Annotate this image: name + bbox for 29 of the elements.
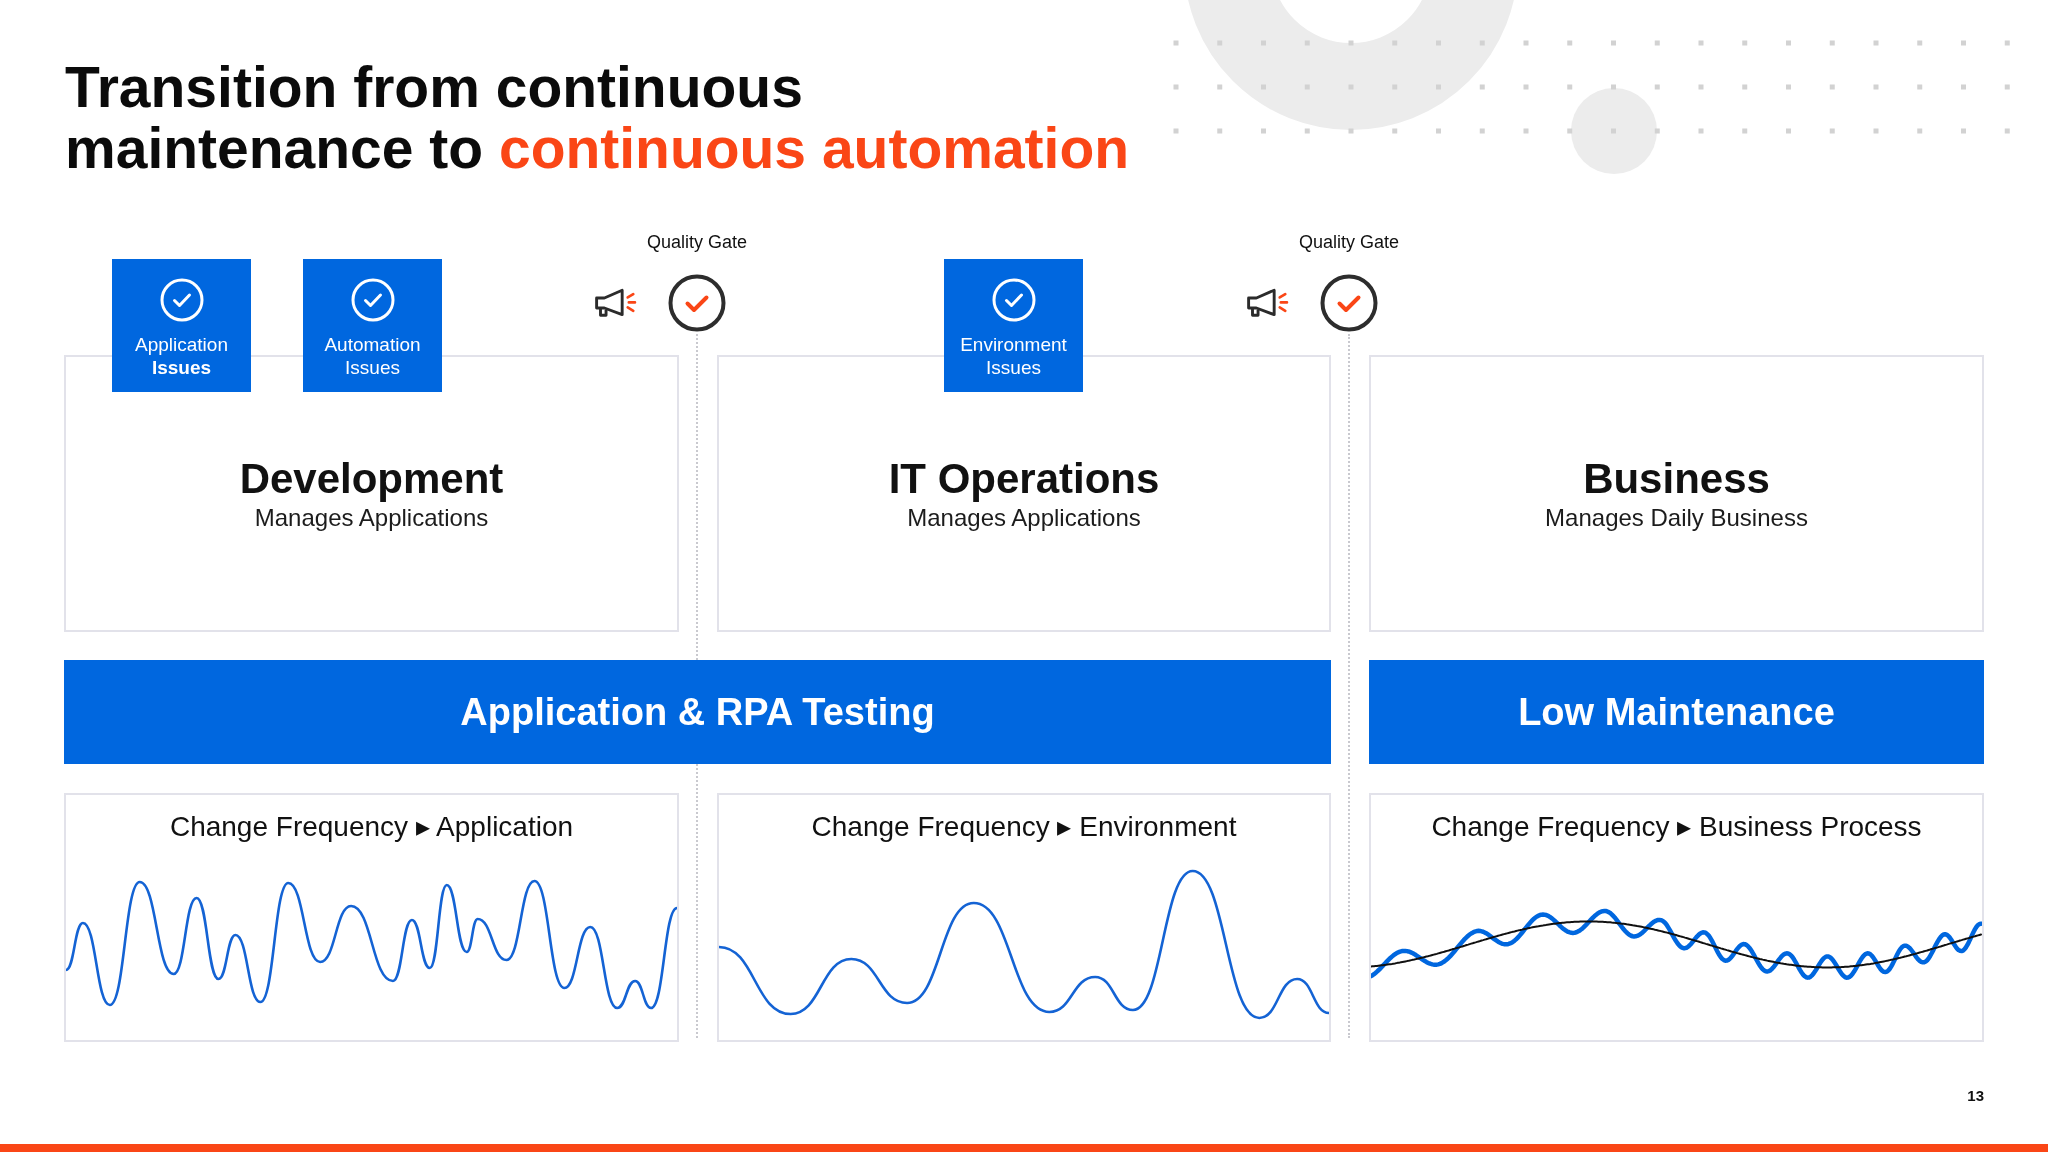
panel-heading: Change Frequency ▸ Business Process	[1431, 810, 1922, 844]
box-subtitle: Manages Daily Business	[1545, 502, 1808, 533]
panel-heading: Change Frequency ▸ Environment	[811, 810, 1237, 844]
band-title: Application & RPA Testing	[460, 690, 935, 735]
banner-band	[64, 660, 1331, 764]
band-title: Low Maintenance	[1518, 690, 1835, 735]
issue-card	[112, 259, 251, 392]
team-box	[64, 355, 679, 632]
issue-card	[303, 259, 442, 392]
gate-label: Quality Gate	[647, 231, 747, 253]
box-subtitle: Manages Applications	[907, 502, 1141, 533]
team-box	[717, 355, 1331, 632]
slide-title: Transition from continuous maintenance to continuous automation	[65, 57, 1131, 179]
box-subtitle: Manages Applications	[254, 502, 489, 533]
team-box	[1369, 355, 1984, 632]
banner-band	[1369, 660, 1984, 764]
chart-panel	[717, 793, 1331, 1042]
box-heading: Development	[239, 454, 504, 503]
box-heading: IT Operations	[888, 454, 1160, 503]
chart-panel	[1369, 793, 1984, 1042]
card-label: Application Issues	[134, 333, 229, 379]
card-label: Automation Issues	[323, 333, 422, 379]
box-heading: Business	[1583, 454, 1770, 503]
page-number: 13	[1967, 1087, 1984, 1105]
panel-heading: Change Frequency ▸ Application	[169, 810, 574, 844]
gate-label: Quality Gate	[1299, 231, 1399, 253]
chart-panel	[64, 793, 679, 1042]
card-label: Environment Issues	[959, 333, 1068, 379]
issue-card	[944, 259, 1083, 392]
